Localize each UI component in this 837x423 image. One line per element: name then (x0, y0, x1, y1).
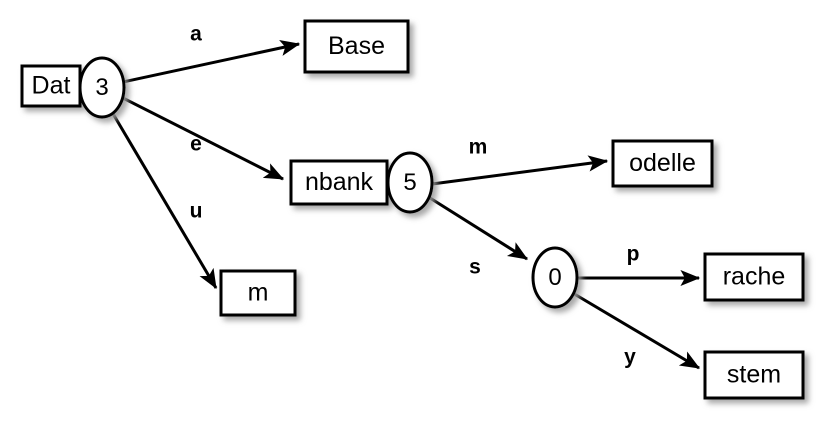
edge-label-m: m (469, 136, 488, 159)
node-ellipse-shape (531, 246, 579, 309)
node-box-shape (289, 159, 389, 206)
edge-line (122, 40, 301, 84)
edge-nbank-to-odelle (431, 155, 609, 186)
node-box-label: stem (727, 361, 781, 389)
node-box-shape (20, 64, 82, 108)
edge-label-u: u (190, 200, 203, 223)
node-box-shape (219, 269, 297, 317)
node-base[interactable]: Base (303, 19, 410, 74)
node-box-label: Base (328, 32, 385, 60)
node-zero[interactable]: 0 (531, 246, 579, 309)
node-nbank[interactable]: nbank 5 (289, 151, 434, 214)
edge-root-to-nbank (120, 95, 285, 181)
node-root[interactable]: Dat 3 (20, 56, 126, 119)
node-ellipse-label: 5 (403, 169, 416, 196)
edge-line (429, 196, 529, 261)
edge-line (431, 155, 609, 186)
node-ellipse-label: 3 (95, 74, 108, 101)
edge-nbank-to-zero (429, 196, 529, 261)
edge-line (570, 290, 701, 370)
node-m[interactable]: m (219, 269, 297, 317)
edge-line (110, 111, 218, 290)
node-box-shape (611, 139, 714, 188)
node-odelle[interactable]: odelle (611, 139, 714, 188)
edge-label-y: y (624, 346, 636, 369)
edge-label-e: e (190, 133, 202, 156)
edge-line (120, 95, 285, 181)
node-box-label: Dat (32, 72, 71, 100)
edge-labels-layer: a e u m s p y (190, 23, 640, 369)
node-box-label: nbank (305, 168, 374, 196)
node-rache[interactable]: rache (703, 252, 805, 302)
edge-zero-to-stem (570, 290, 701, 370)
edge-label-a: a (190, 23, 202, 46)
node-box-shape (703, 252, 805, 302)
edge-root-to-m (110, 111, 218, 290)
node-box-shape (703, 350, 805, 400)
node-box-label: odelle (629, 149, 696, 177)
node-ellipse-label: 0 (548, 264, 561, 291)
node-box-label: m (248, 279, 269, 307)
edge-label-p: p (627, 243, 640, 266)
nodes-layer: Dat 3 Base nbank 5 m odelle 0 rache stem (20, 19, 805, 400)
edge-root-to-base (122, 40, 301, 84)
edges-layer (110, 40, 701, 370)
edge-label-s: s (469, 256, 481, 279)
node-stem[interactable]: stem (703, 350, 805, 400)
node-box-label: rache (723, 263, 786, 291)
node-box-shape (303, 19, 410, 74)
